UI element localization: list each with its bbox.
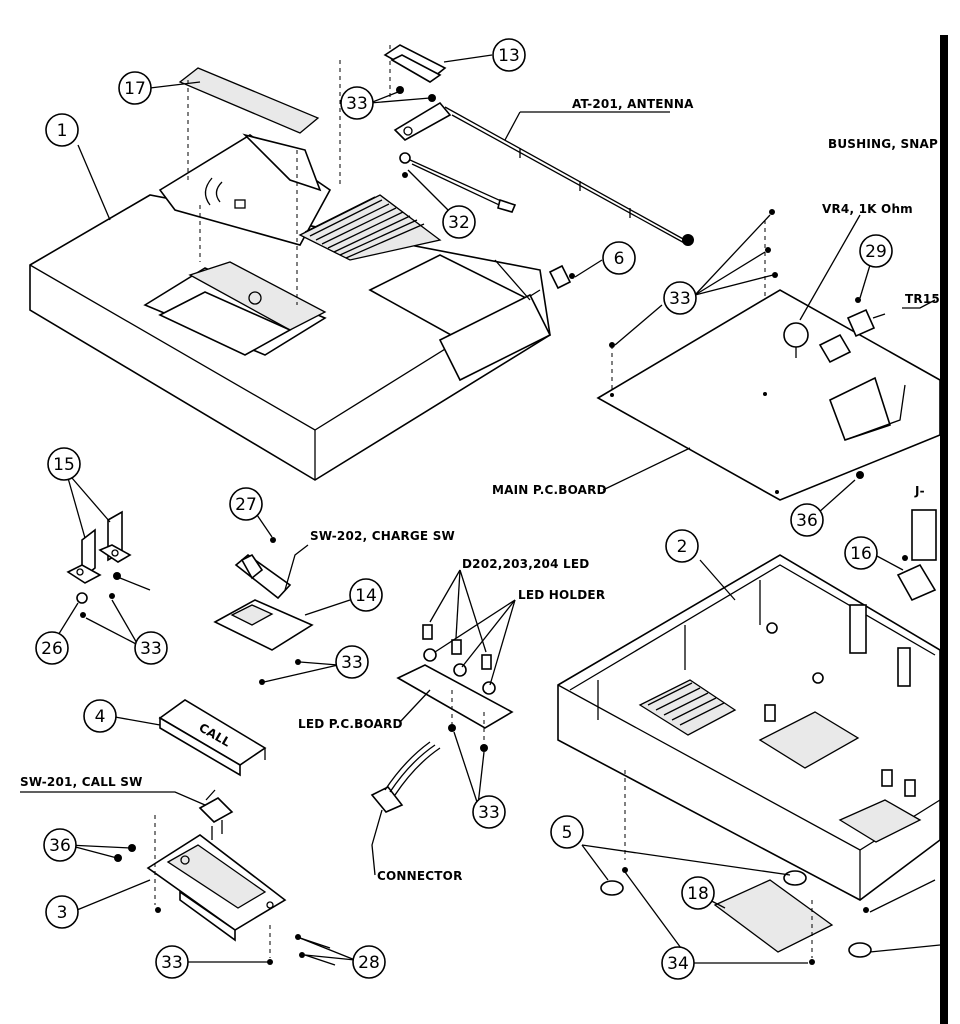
part-14-charge-switch [213,537,314,685]
svg-text:16: 16 [850,544,872,564]
label-led-pcb: LED P.C.BOARD [298,717,403,731]
callout-17: 17 [118,71,152,105]
label-connector: CONNECTOR [377,869,463,883]
callout-3: 3 [45,895,79,929]
svg-text:36: 36 [796,511,818,531]
callout-14: 14 [349,578,383,612]
label-antenna: AT-201, ANTENNA [572,97,694,111]
callout-15: 15 [47,447,81,481]
callout-18: 18 [681,876,715,910]
part-15-brackets [66,510,132,584]
callout-28: 28 [352,945,386,979]
svg-text:33: 33 [161,953,183,973]
svg-text:17: 17 [124,79,146,99]
svg-text:2: 2 [677,537,688,557]
callout-36-holder: 36 [43,828,77,862]
svg-text:33: 33 [346,94,368,114]
label-main-pcb: MAIN P.C.BOARD [492,483,607,497]
label-bushing: BUSHING, SNAP [828,137,938,151]
svg-text:36: 36 [49,836,71,856]
callout-33-led: 33 [472,795,506,829]
svg-text:28: 28 [358,953,380,973]
svg-text:34: 34 [667,954,689,974]
callout-34: 34 [661,946,695,980]
part-3-holder [114,815,336,966]
svg-text:1: 1 [57,121,68,141]
svg-text:5: 5 [562,823,573,843]
callout-4: 4 [83,699,117,733]
callout-33-charge: 33 [335,645,369,679]
callout-33-pcb: 33 [663,281,697,315]
antenna [393,101,694,246]
svg-text:18: 18 [687,884,709,904]
part-4-call-button: CALL [158,699,267,777]
connector [370,741,441,813]
part-16-bracket: J- [896,484,937,602]
callout-5: 5 [550,815,584,849]
part-32-wire [399,152,517,213]
svg-text:32: 32 [448,213,470,233]
callout-33-holder: 33 [155,945,189,979]
callout-27: 27 [229,487,263,521]
svg-text:33: 33 [669,289,691,309]
callout-36-pcb: 36 [790,503,824,537]
part-26-33-screws-left [76,572,151,618]
svg-text:33: 33 [478,803,500,823]
callout-29: 29 [859,234,893,268]
call-switch [198,789,234,840]
callout-32: 32 [442,205,476,239]
j-label: J- [914,484,925,498]
svg-text:3: 3 [57,903,68,923]
svg-text:4: 4 [95,707,106,727]
callout-1: 1 [45,113,79,147]
svg-text:6: 6 [614,249,625,269]
text-labels: AT-201, ANTENNA BUSHING, SNAP VR4, 1K Oh… [20,97,940,883]
part-6-bushing [548,264,575,290]
part-17-plate [178,67,320,134]
callout-16: 16 [844,536,878,570]
callout-33-top: 33 [340,86,374,120]
callouts: 1 17 13 33 32 6 33 29 36 15 27 14 26 33 … [35,38,893,980]
label-charge-sw: SW-202, CHARGE SW [310,529,455,543]
right-edge-bar [940,35,948,1024]
part-2-bottom-case [557,554,941,901]
svg-text:26: 26 [41,639,63,659]
label-call-sw: SW-201, CALL SW [20,775,143,789]
svg-text:13: 13 [498,46,520,66]
svg-text:27: 27 [235,495,257,515]
label-led: D202,203,204 LED [462,557,589,571]
callout-13: 13 [492,38,526,72]
feet-and-pad [600,770,872,965]
part-13-bracket [383,44,447,102]
svg-text:33: 33 [140,639,162,659]
callout-26: 26 [35,631,69,665]
svg-text:33: 33 [341,653,363,673]
callout-33-bracket: 33 [134,631,168,665]
callout-2: 2 [665,529,699,563]
svg-text:29: 29 [865,242,887,262]
svg-text:14: 14 [355,586,377,606]
callout-6: 6 [602,241,636,275]
label-led-holder: LED HOLDER [518,588,605,602]
svg-text:15: 15 [53,455,75,475]
label-tr: TR15 [905,292,940,306]
main-pcb [596,209,941,501]
part-1-top-cover [29,133,552,481]
led-pcb [396,624,514,752]
label-vr4: VR4, 1K Ohm [822,202,913,216]
